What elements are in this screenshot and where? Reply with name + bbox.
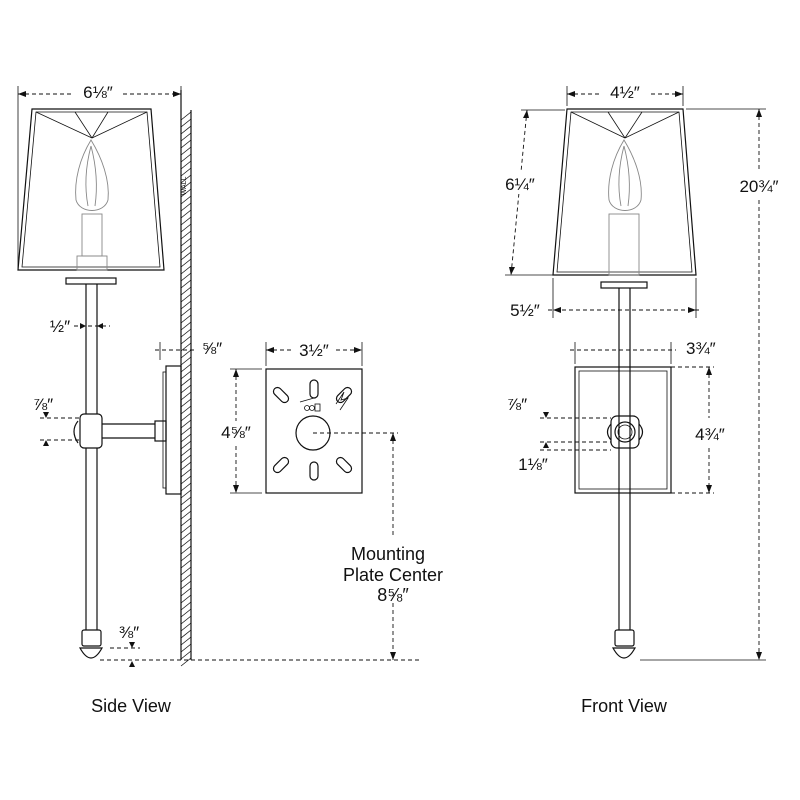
side-rod-label: ½″ — [50, 317, 70, 336]
side-plate-depth-label: ⅝″ — [202, 339, 222, 358]
front-shade-bottom-dimension: 5½″ — [510, 278, 702, 320]
side-finial-dimension: ⅜″ — [110, 623, 140, 667]
side-shade-width-dimension: 6⅛″ — [17, 82, 182, 270]
front-shade-bottom-label: 5½″ — [510, 301, 540, 320]
plate-width-dimension: 3½″ — [265, 340, 363, 366]
side-cup — [65, 277, 117, 285]
plate-height-label: 4⅝″ — [221, 423, 251, 442]
plate-height-dimension: 4⅝″ — [214, 368, 262, 494]
mounting-plate-view: 3½″ 4⅝″ Mounting Plate Center 8⅝″ — [100, 340, 443, 661]
front-shade-height-label: 6¼″ — [505, 175, 535, 194]
side-view-caption: Side View — [91, 696, 172, 716]
front-view-caption: Front View — [581, 696, 668, 716]
front-knob-dimension: 1⅛″ — [518, 442, 611, 474]
mounting-center-dimension: Mounting Plate Center 8⅝″ — [100, 432, 443, 661]
front-backplate-height-dimension: 4¾″ — [671, 366, 725, 494]
front-overall-height-label: 20¾″ — [739, 177, 778, 196]
side-stem — [78, 284, 104, 659]
front-shade-width-label: 4½″ — [610, 83, 640, 102]
side-finial-label: ⅜″ — [119, 623, 139, 642]
side-plate-depth-dimension: ⅝″ — [155, 339, 222, 360]
front-backplate-height-label: 4¾″ — [695, 425, 725, 444]
side-arm-dimension: ⅞″ — [33, 395, 80, 446]
wall-label: WALL — [181, 176, 188, 195]
front-bulb — [608, 139, 642, 276]
front-shade-width-dimension: 4½″ — [566, 82, 684, 106]
side-bulb — [75, 139, 109, 271]
front-stem — [611, 288, 637, 659]
ground-screw-marks — [299, 391, 349, 412]
mounting-slots — [272, 379, 353, 481]
front-arm-dimension: ⅞″ — [507, 395, 611, 443]
front-overall-height-dimension: 20¾″ — [640, 108, 779, 661]
front-knob-label: 1⅛″ — [518, 455, 548, 474]
front-view: 4½″ 6¼″ 5½″ 20¾ — [496, 82, 779, 716]
side-arm — [73, 413, 167, 449]
side-backplate — [162, 365, 182, 495]
front-shade — [552, 108, 697, 276]
plate-width-label: 3½″ — [299, 341, 329, 360]
front-backplate-width-label: 3¾″ — [686, 339, 716, 358]
front-shade-height-dimension: 6¼″ — [496, 109, 565, 276]
front-cup — [600, 281, 648, 289]
wall: WALL — [180, 90, 192, 667]
front-knob — [606, 415, 644, 449]
side-shade — [17, 108, 165, 271]
mounting-label-line2: Plate Center — [343, 565, 443, 585]
front-backplate — [574, 366, 672, 494]
side-rod-dimension: ½″ — [50, 317, 110, 336]
side-view: WALL — [17, 82, 222, 716]
mounting-label-line1: Mounting — [351, 544, 425, 564]
mounting-plate — [265, 368, 363, 494]
front-arm-label: ⅞″ — [507, 395, 527, 414]
side-shade-width-label: 6⅛″ — [83, 83, 113, 102]
mounting-value-label: 8⅝″ — [377, 585, 409, 605]
front-backplate-width-dimension: 3¾″ — [570, 339, 716, 364]
side-arm-label: ⅞″ — [33, 395, 53, 414]
